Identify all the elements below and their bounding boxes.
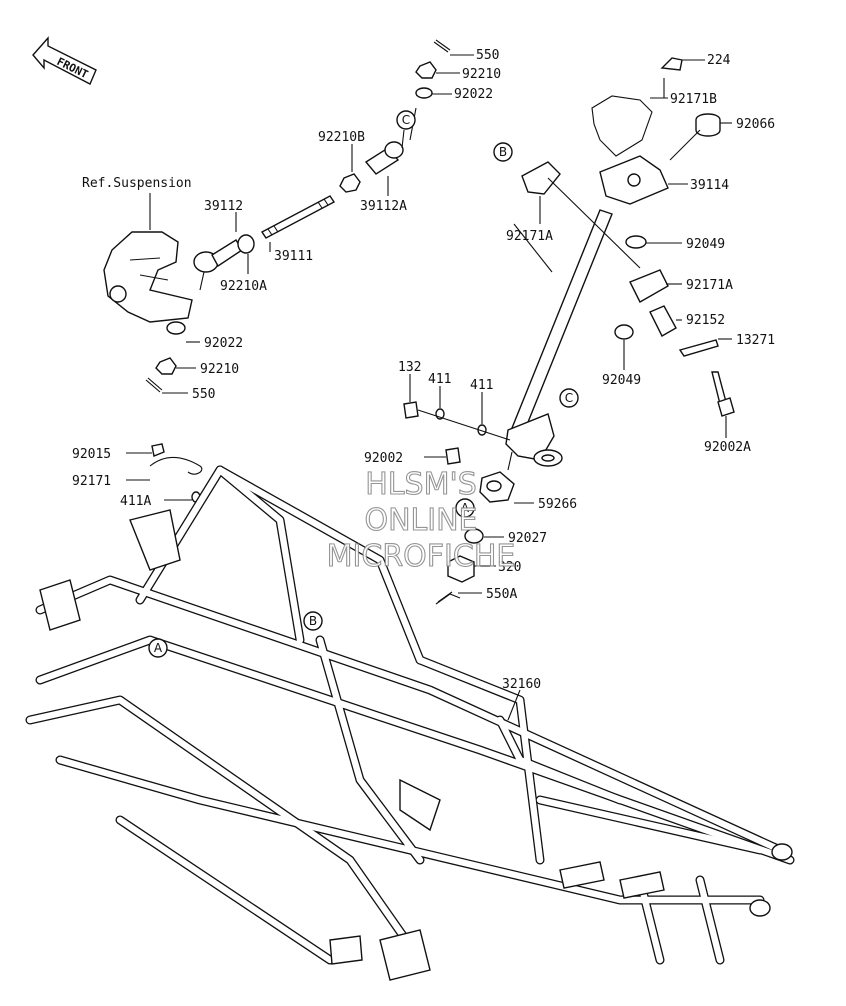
label-92152: 92152 xyxy=(686,313,725,328)
collar-92152 xyxy=(649,305,677,337)
clamp-92171a-lower xyxy=(629,269,669,303)
grommet-92049-lower xyxy=(614,324,634,340)
bolt-92002 xyxy=(445,447,461,465)
label-92027: 92027 xyxy=(508,531,547,546)
label-92171: 92171 xyxy=(72,474,111,489)
watermark-line-2: ONLINE xyxy=(364,503,477,538)
label-92171a-lower: 92171A xyxy=(686,278,733,293)
cotter-pin-550-top xyxy=(433,39,451,53)
label-92210a: 92210A xyxy=(220,279,267,294)
tie-rod-end-39112a xyxy=(364,129,405,175)
svg-text:A: A xyxy=(154,641,163,655)
svg-text:C: C xyxy=(565,391,573,405)
steering-shaft xyxy=(505,155,669,471)
svg-text:C: C xyxy=(402,113,410,127)
label-92210-top: 92210 xyxy=(462,67,501,82)
frame-32160 xyxy=(25,465,795,981)
front-arrow-icon: FRONT xyxy=(32,36,97,85)
label-320: 320 xyxy=(498,560,521,575)
bolt-92002a xyxy=(711,371,727,405)
label-92015: 92015 xyxy=(72,447,111,462)
nut-320 xyxy=(447,555,475,583)
label-13271: 13271 xyxy=(736,333,775,348)
label-550-lower: 550 xyxy=(192,387,215,402)
cotter-pin-550-lower xyxy=(145,377,163,393)
nut-92210b xyxy=(339,173,361,193)
label-92002a: 92002A xyxy=(704,440,751,455)
label-92049-upper: 92049 xyxy=(686,237,725,252)
label-550a: 550A xyxy=(486,587,517,602)
nut-92027 xyxy=(464,528,484,544)
bolt-224 xyxy=(660,57,683,71)
leader-lines xyxy=(126,54,732,721)
ref-suspension-label: Ref.Suspension xyxy=(82,176,192,191)
label-411a: 411A xyxy=(120,494,151,509)
label-92049-lower: 92049 xyxy=(602,373,641,388)
label-92210-lower: 92210 xyxy=(200,362,239,377)
callout-a-mid: A xyxy=(455,498,475,518)
callout-b-top: B xyxy=(493,142,513,162)
wire-clamp-92171 xyxy=(149,456,203,475)
label-132: 132 xyxy=(398,360,421,375)
cotter-pin-550a xyxy=(435,591,461,605)
callout-c-top: C xyxy=(396,110,416,130)
callout-a-frame: A xyxy=(148,638,168,658)
label-39112: 39112 xyxy=(204,199,243,214)
cap-92066 xyxy=(695,113,721,137)
clamp-92171a-upper xyxy=(521,161,561,195)
label-39112a: 39112A xyxy=(360,199,407,214)
label-92022-top: 92022 xyxy=(454,87,493,102)
tie-rod-end-39112 xyxy=(193,234,255,291)
label-92171b: 92171B xyxy=(670,92,717,107)
label-411-right: 411 xyxy=(470,378,493,393)
cable-holder-92171b xyxy=(591,95,653,157)
tie-rod-39111 xyxy=(260,195,336,239)
callout-c-mid: C xyxy=(559,388,579,408)
label-92022-lower: 92022 xyxy=(204,336,243,351)
label-224: 224 xyxy=(707,53,731,68)
label-59266: 59266 xyxy=(538,497,577,512)
grommet-92049-upper xyxy=(625,235,647,249)
label-550-top: 550 xyxy=(476,48,499,63)
nut-92210-top xyxy=(415,61,437,79)
steering-knuckle xyxy=(103,231,193,323)
label-32160: 32160 xyxy=(502,677,541,692)
bolt-92015 xyxy=(151,443,165,457)
label-92210b: 92210B xyxy=(318,130,365,145)
svg-text:A: A xyxy=(461,501,470,515)
washer-92022-top xyxy=(415,87,433,99)
callout-b-frame: B xyxy=(303,611,323,631)
svg-text:B: B xyxy=(499,145,507,159)
bolt-132 xyxy=(403,401,419,419)
nut-92210-lower xyxy=(155,357,177,375)
label-39114: 39114 xyxy=(690,178,729,193)
label-39111: 39111 xyxy=(274,249,313,264)
watermark-line-3: MICROFICHE xyxy=(327,539,516,574)
plate-13271 xyxy=(678,339,719,357)
label-411-left: 411 xyxy=(428,372,451,387)
label-92002: 92002 xyxy=(364,451,403,466)
label-92066: 92066 xyxy=(736,117,775,132)
watermark-line-1: HLSM'S xyxy=(365,467,477,502)
svg-text:B: B xyxy=(309,614,317,628)
washer-92022-lower xyxy=(166,321,186,335)
label-92171a-upper: 92171A xyxy=(506,229,553,244)
